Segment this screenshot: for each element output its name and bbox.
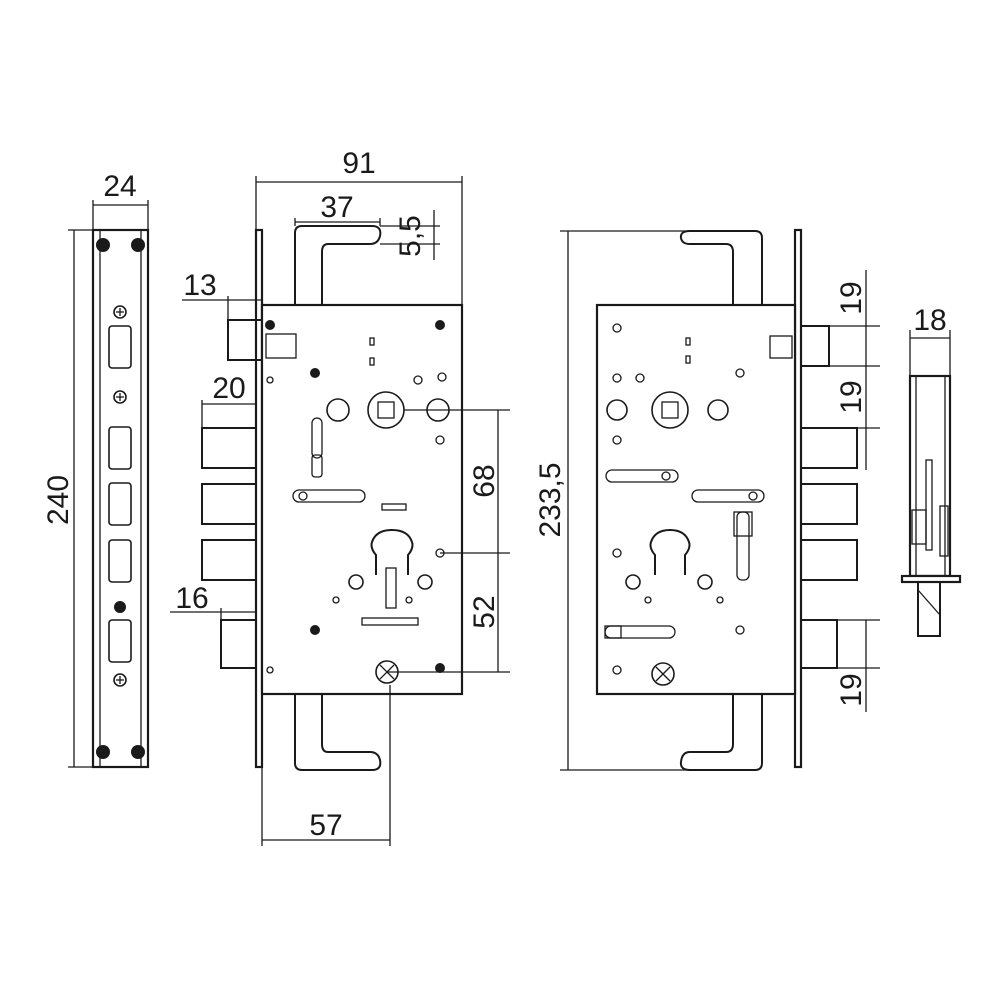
screw-icon: [96, 745, 110, 759]
dim-plate-height: 240: [42, 475, 75, 525]
screw-icon: [114, 601, 126, 613]
screw-icon: [96, 238, 110, 252]
dim-plate-width: 24: [103, 170, 136, 203]
bolt: [800, 427, 858, 469]
cylinder-cutout: [649, 528, 691, 575]
bolt: [201, 539, 257, 581]
bolt-slot: [108, 482, 132, 526]
spindle-hub: [367, 391, 405, 429]
guide-slot: [691, 489, 765, 503]
dim-hook-gap: 5,5: [394, 215, 427, 257]
bolt-slot: [108, 539, 132, 583]
screw-icon: [131, 238, 145, 252]
bolt: [201, 483, 257, 525]
bolt: [800, 619, 838, 669]
top-hook: [294, 225, 382, 305]
bolt: [220, 619, 257, 669]
dim-case-height: 233,5: [534, 462, 567, 537]
bolt: [800, 483, 858, 525]
dim-bolt-offset: 13: [183, 269, 216, 302]
lock-case: [260, 303, 464, 696]
bolt-slot: [108, 325, 132, 369]
spindle-hub: [651, 391, 689, 429]
dim-side-top: 19: [835, 281, 868, 314]
dim-body-width: 91: [342, 147, 375, 180]
guide-slot: [605, 469, 679, 483]
cross-screw-icon: [113, 305, 127, 319]
lock-case: [595, 303, 797, 696]
bottom-hook: [679, 694, 763, 771]
bottom-hook: [294, 694, 382, 771]
bolt-slot: [108, 426, 132, 470]
lock-rear-view: 233,5 19 19 19: [534, 228, 880, 771]
cylinder-cutout: [370, 528, 414, 575]
dim-bolt-depth: 16: [175, 582, 208, 615]
bolt-slot: [108, 619, 132, 663]
dim-side-thickness: 18: [913, 304, 946, 337]
dim-bolt-projection: 20: [212, 372, 245, 405]
latch: [227, 319, 263, 361]
dim-hook-width: 37: [320, 191, 353, 224]
side-case: [908, 374, 952, 578]
dim-cylinder-to-bolt: 52: [468, 595, 501, 628]
guide-slot: [292, 489, 366, 503]
cross-screw-icon: [113, 673, 127, 687]
lock-front-view: 91 37 5,5 13 20 16 68 52 57: [170, 147, 510, 846]
dim-spindle-to-cylinder: 68: [468, 464, 501, 497]
top-hook: [679, 230, 763, 305]
side-bolt: [917, 581, 941, 637]
latch: [800, 325, 830, 367]
screw-icon: [131, 745, 145, 759]
bolt: [800, 539, 858, 581]
dim-side-mid: 19: [835, 380, 868, 413]
spindle-square: [377, 401, 395, 419]
bolt: [201, 427, 257, 469]
lock-side-view: 18: [900, 304, 962, 637]
dim-backset: 57: [309, 809, 342, 842]
faceplate-view: 24 240: [42, 170, 150, 769]
dim-side-bottom: 19: [835, 673, 868, 706]
cross-screw-icon: [113, 390, 127, 404]
